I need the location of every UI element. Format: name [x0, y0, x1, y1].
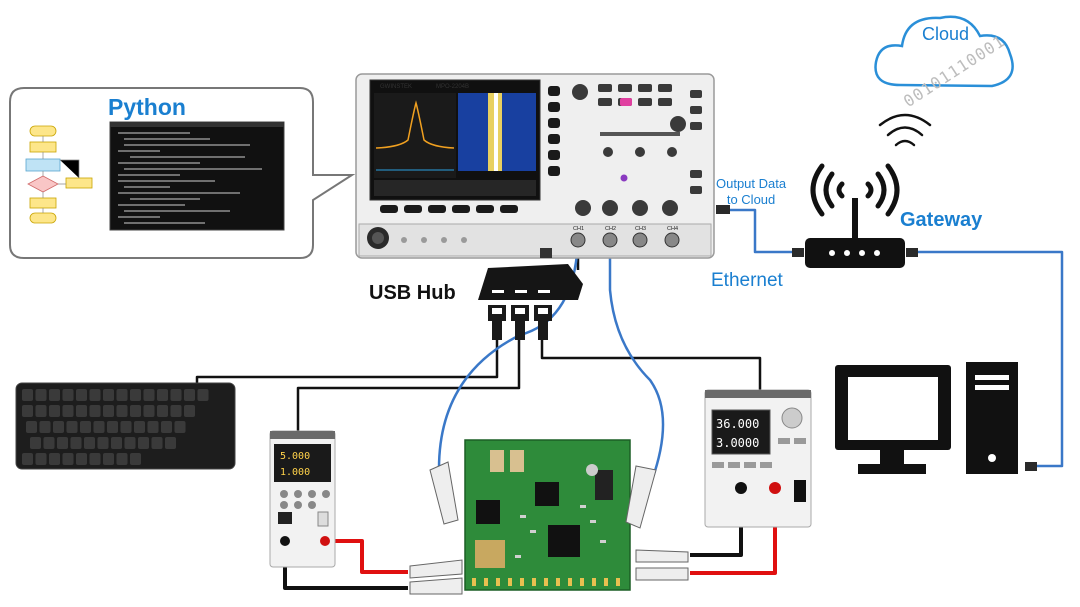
keyboard-key [39, 421, 51, 433]
keyboard-key [130, 453, 141, 465]
keyboard-key [26, 421, 37, 433]
keyboard-key [76, 405, 87, 417]
keyboard-key [22, 453, 33, 465]
scope-model: MPO-2204B [436, 84, 469, 90]
keyboard-key [161, 421, 172, 433]
gateway-router [805, 163, 905, 268]
keyboard-key [184, 405, 195, 417]
keyboard-key [124, 437, 136, 449]
keyboard-key [43, 437, 55, 449]
keyboard-key [134, 421, 145, 433]
keyboard-key [130, 389, 141, 401]
keyboard [15, 382, 236, 470]
keyboard-key [35, 389, 47, 401]
keyboard-key [143, 405, 155, 417]
keyboard-key [62, 453, 74, 465]
keyboard-key [76, 389, 87, 401]
wireless-signal-icon [878, 113, 932, 147]
right-psu-voltage: 36.000 [716, 417, 759, 431]
output-label-line1: Output Data [716, 176, 787, 191]
ch3-label: CH3 [635, 226, 646, 232]
ethernet-label: Ethernet [711, 270, 783, 291]
keyboard-key [22, 405, 33, 417]
keyboard-key [49, 405, 60, 417]
oscilloscope [355, 73, 715, 259]
keyboard-key [107, 421, 118, 433]
ch2-label: CH2 [605, 226, 616, 232]
keyboard-key [66, 421, 78, 433]
ethernet-connectors [716, 205, 1037, 471]
keyboard-key [53, 421, 64, 433]
output-label-line2: to Cloud [726, 192, 776, 207]
keyboard-key [116, 405, 128, 417]
keyboard-key [116, 453, 128, 465]
keyboard-key [89, 389, 101, 401]
keyboard-key [157, 405, 168, 417]
keyboard-key [103, 453, 114, 465]
flowchart-icon [25, 125, 93, 224]
usb-hub-label: USB Hub [369, 282, 456, 304]
keyboard-key [62, 405, 74, 417]
keyboard-key [170, 389, 182, 401]
pc-computer [835, 362, 1018, 474]
probe-clips [409, 461, 689, 595]
scope-brand: GWINSTEK [380, 84, 412, 90]
left-psu-current: 1.000 [280, 467, 310, 478]
keyboard-key [130, 405, 141, 417]
keyboard-key [70, 437, 82, 449]
right-psu-current: 3.0000 [716, 436, 759, 450]
keyboard-key [174, 421, 186, 433]
pcb-board [464, 439, 631, 591]
keyboard-key [97, 437, 109, 449]
left-power-supply [269, 430, 336, 568]
usb-hub [478, 264, 583, 340]
output-data-label: Output Data to Cloud [716, 176, 786, 208]
left-psu-voltage: 5.000 [280, 451, 310, 462]
keyboard-key [157, 389, 168, 401]
keyboard-key [103, 389, 114, 401]
keyboard-key [116, 389, 128, 401]
keyboard-key [111, 437, 122, 449]
keyboard-key [120, 421, 132, 433]
python-code-window [109, 121, 285, 231]
keyboard-key [197, 389, 209, 401]
keyboard-key [138, 437, 149, 449]
keyboard-key [84, 437, 95, 449]
keyboard-key [22, 389, 33, 401]
keyboard-key [147, 421, 159, 433]
ch1-label: CH1 [573, 226, 584, 232]
keyboard-key [89, 405, 101, 417]
keyboard-key [170, 405, 182, 417]
right-power-supply [704, 389, 812, 528]
python-label: Python [108, 94, 186, 120]
keyboard-key [76, 453, 87, 465]
keyboard-key [35, 453, 47, 465]
wifi-signal-icon [810, 163, 900, 217]
keyboard-key [103, 405, 114, 417]
python-bubble [9, 87, 356, 259]
keyboard-key [184, 389, 195, 401]
keyboard-key [49, 453, 60, 465]
keyboard-key [62, 389, 74, 401]
keyboard-key [80, 421, 91, 433]
keyboard-key [30, 437, 41, 449]
keyboard-key [57, 437, 68, 449]
scope-channel-labels: CH1 CH2 CH3 CH4 [573, 226, 678, 232]
keyboard-key [143, 389, 155, 401]
cloud-icon [874, 15, 1014, 88]
gateway-label: Gateway [900, 209, 983, 231]
keyboard-key [49, 389, 60, 401]
usb-plug-icons [488, 305, 552, 340]
keyboard-key [165, 437, 176, 449]
keyboard-key [35, 405, 47, 417]
keyboard-key [93, 421, 105, 433]
keyboard-key [89, 453, 101, 465]
ch4-label: CH4 [667, 226, 678, 232]
cloud-label: Cloud [922, 24, 970, 44]
keyboard-key [151, 437, 163, 449]
